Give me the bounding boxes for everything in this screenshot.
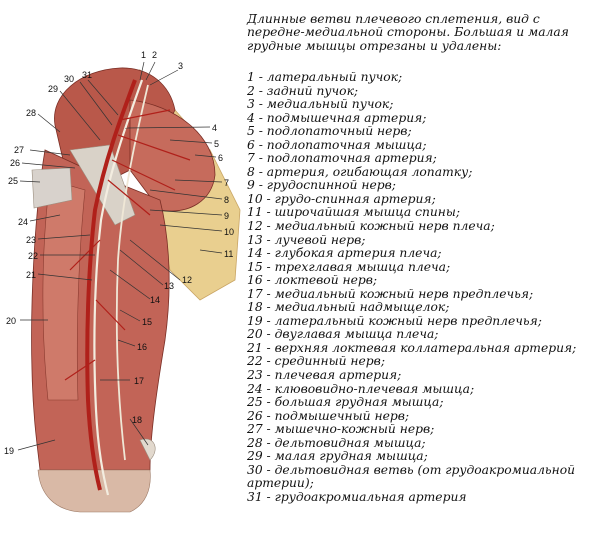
legend-item: 25 - большая грудная мышца; [247,395,444,410]
ulnar-nerve [115,84,149,461]
figure-number-27: 27 [14,145,24,155]
figure-number-1: 1 [141,50,146,60]
legend-item: 11 - широчайшая мышца спины; [247,205,461,220]
figure-number-22: 22 [28,251,38,261]
biceps-muscle [42,179,86,401]
legend-list: 1 - латеральный пучок; 2 - задний пучок;… [247,70,599,505]
figure-number-19: 19 [4,446,14,456]
figure-number-12: 12 [182,275,192,285]
legend-item: 19 - латеральный кожный нерв предплечья; [247,313,542,328]
legend-item: 18 - медиальный надмыщелок; [247,300,450,315]
figure-number-29: 29 [48,84,58,94]
arm-anatomy-illustration: 1 2 3 4 5 6 7 8 9 10 11 12 13 14 15 16 1… [4,50,241,513]
figure-number-21: 21 [26,270,36,280]
figure-number-13: 13 [164,281,174,291]
legend-item: 16 - локтевой нерв; [247,273,378,288]
legend-item: 17 - медиальный кожный нерв предплечья; [247,286,534,301]
legend-item: 9 - грудоспинной нерв; [247,178,396,193]
legend-item: 15 - трехглавая мышца плеча; [247,259,451,274]
figure-number-7: 7 [224,178,229,188]
legend-item: 13 - лучевой нерв; [247,232,366,247]
legend-item: 31 - грудоакромиальная артерия [247,489,467,504]
legend-item: 4 - подмышечная артерия; [247,110,427,125]
figure-number-31: 31 [82,70,92,80]
legend-item: 27 - мышечно-кожный нерв; [247,422,435,437]
legend-item: 24 - клювовидно-плечевая мышца; [247,381,475,396]
legend-item: 10 - грудо-спинная артерия; [247,191,436,206]
pectoral-stump [31,167,73,209]
legend-item: 28 - дельтовидная мышца; [247,435,426,450]
figure-number-2: 2 [152,50,157,60]
figure-number-23: 23 [26,235,36,245]
legend-item: 7 - подлопаточная артерия; [247,151,437,166]
legend-item: 21 - верхняя локтевая коллатеральная арт… [247,340,577,355]
legend-item: 26 - подмышечный нерв; [247,408,410,423]
figure-number-4: 4 [212,123,217,133]
legend-item: 12 - медиальный кожный нерв плеча; [247,219,495,234]
legend-item: 6 - подлопаточная мышца; [247,137,427,152]
legend-item: 29 - малая грудная мышца; [247,449,428,464]
legend-item: 14 - глубокая артерия плеча; [247,246,442,261]
legend-item: 8 - артерия, огибающая лопатку; [247,164,473,179]
legend-item: 23 - плечевая артерия; [247,368,402,383]
figure-number-18: 18 [132,415,142,425]
right-number-labels: 1 2 3 4 5 6 7 8 9 10 11 12 13 14 15 16 1… [100,50,234,446]
legend-item: 2 - задний пучок; [247,83,359,98]
figure-number-6: 6 [218,153,223,163]
figure-number-30: 30 [64,74,74,84]
legend-item: 5 - подлопаточный нерв; [247,124,412,139]
figure-number-17: 17 [134,376,144,386]
left-number-labels: 31 30 29 28 27 26 25 24 23 22 21 20 19 [4,70,119,456]
figure-number-16: 16 [137,342,147,352]
legend-item: 30 - дельтовидная ветвь (от грудоакромиа… [247,462,576,491]
legend-item: 3 - медиальный пучок; [247,97,394,112]
legend-item: 22 - срединный нерв; [247,354,385,369]
figure-number-8: 8 [224,195,229,205]
figure-number-10: 10 [224,227,234,237]
legend-item: 20 - двуглавая мышца плеча; [247,327,439,342]
figure-number-26: 26 [10,158,20,168]
median-nerve [93,79,144,496]
figure-number-11: 11 [224,249,233,259]
figure-number-5: 5 [214,139,219,149]
figure-number-25: 25 [8,176,18,186]
figure-number-28: 28 [26,108,36,118]
figure-number-3: 3 [178,61,183,71]
figure-number-20: 20 [6,316,16,326]
figure-number-24: 24 [18,217,28,227]
elbow-region [37,469,151,513]
legend-item: 1 - латеральный пучок; [247,70,403,84]
figure-caption: Длинные ветви плечевого сплетения, вид с… [247,12,569,53]
figure-number-14: 14 [150,295,160,305]
figure-number-15: 15 [142,317,152,327]
brachial-artery [85,79,137,491]
figure-number-9: 9 [224,211,229,221]
